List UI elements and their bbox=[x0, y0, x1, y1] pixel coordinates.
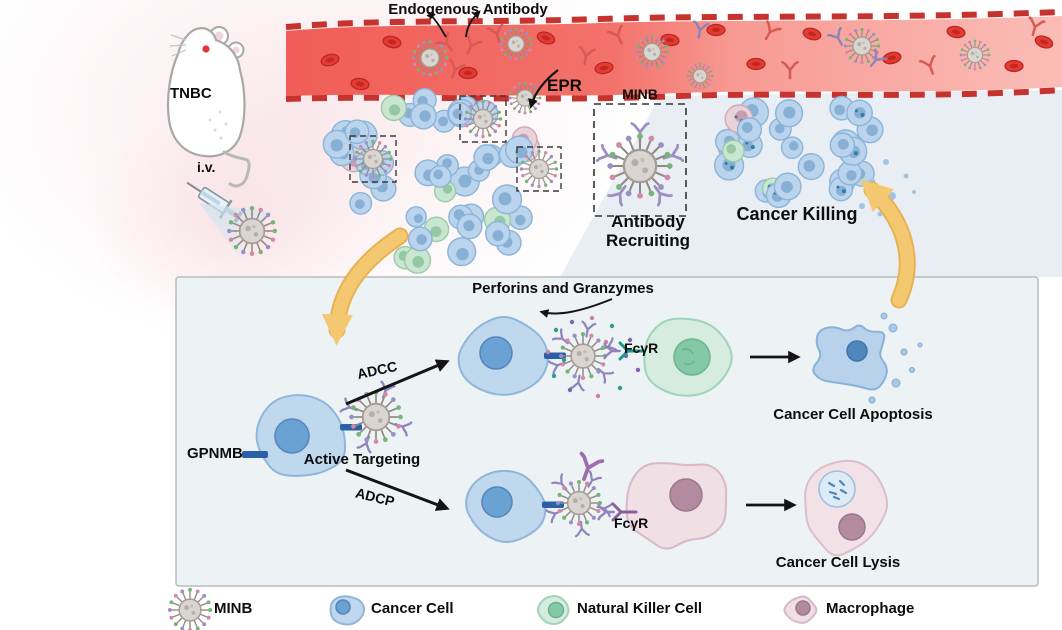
fcgr-receptor-macrophage bbox=[611, 502, 638, 522]
fcgr-receptor-nk bbox=[618, 341, 646, 361]
apoptotic-cancer-cell bbox=[812, 324, 888, 391]
gpnmb-label: GPNMB bbox=[187, 445, 243, 462]
legend bbox=[167, 587, 818, 630]
cancer-cell-icon bbox=[329, 595, 366, 626]
adcp-pathway-arrow bbox=[345, 468, 450, 511]
process-arrows bbox=[321, 179, 916, 346]
endogenous-antibody-label: Endogenous Antibody bbox=[388, 1, 548, 18]
endogenous-antibody-arrows bbox=[427, 10, 481, 38]
cancer-cell-adcp bbox=[465, 469, 547, 544]
natural-killer-cell bbox=[643, 317, 733, 397]
epr-arrow bbox=[528, 69, 559, 109]
fcgr-nk-label: FcγR bbox=[624, 340, 659, 356]
apoptotic-bodies bbox=[868, 312, 923, 404]
mouse-tail bbox=[222, 150, 251, 188]
degraded-cancer-cell bbox=[818, 470, 866, 541]
cancer-cell-lysis-label: Cancer Cell Lysis bbox=[775, 554, 901, 571]
adcc-pathway-arrow bbox=[345, 359, 450, 406]
flow-arrow-down bbox=[321, 229, 407, 346]
macrophage bbox=[625, 462, 728, 550]
nk-nucleus-texture bbox=[681, 348, 695, 366]
vessel-wall-top bbox=[285, 9, 1062, 30]
highlight-boxes bbox=[349, 95, 562, 192]
tnbc-label: TNBC bbox=[170, 85, 212, 102]
perforins-granzymes-label: Perforins and Granzymes bbox=[472, 280, 654, 297]
tnbc-mouse bbox=[166, 26, 251, 188]
cancer-killing-label: Cancer Killing bbox=[736, 204, 858, 224]
perforin-release-arrow bbox=[539, 298, 613, 318]
cancer-cell-targeted bbox=[255, 394, 347, 477]
antibody-recruiting-label: Antibody Recruiting bbox=[605, 212, 691, 251]
cancer-cell-adcc bbox=[457, 316, 549, 396]
legend-label-minb: MINB bbox=[214, 600, 253, 617]
epr-label: EPR bbox=[547, 76, 582, 95]
minb-box-label: MINB bbox=[622, 86, 658, 102]
natural-killer-cell-icon bbox=[536, 595, 570, 625]
minb-nanoparticle-adcp bbox=[555, 479, 603, 527]
red-blood-cells bbox=[320, 23, 1054, 91]
mouse-whiskers bbox=[169, 34, 187, 57]
legend-label-macrophage: Macrophage bbox=[826, 600, 915, 617]
minb-nanoparticle-adcc bbox=[558, 331, 608, 381]
gpnmb-receptor bbox=[242, 451, 268, 458]
flow-arrow-up bbox=[860, 179, 914, 307]
tumor-dots bbox=[208, 110, 228, 140]
legend-label-nk-cell: Natural Killer Cell bbox=[577, 600, 703, 617]
injected-nanoparticle bbox=[226, 205, 278, 257]
fcgr-macrophage-label: FcγR bbox=[614, 515, 649, 531]
macrophage-icon bbox=[783, 595, 818, 624]
cancer-cell-apoptosis-label: Cancer Cell Apoptosis bbox=[773, 406, 933, 423]
minb-nanoparticle-detail bbox=[606, 132, 674, 200]
mouse-eye bbox=[202, 45, 210, 53]
legend-label-cancer-cell: Cancer Cell bbox=[371, 600, 454, 617]
minb-highlight-box bbox=[593, 103, 687, 217]
killed-tumor bbox=[713, 95, 884, 209]
iv-label: i.v. bbox=[197, 159, 216, 175]
active-targeting-label: Active Targeting bbox=[303, 451, 421, 468]
mechanism-panel-content bbox=[242, 298, 923, 557]
